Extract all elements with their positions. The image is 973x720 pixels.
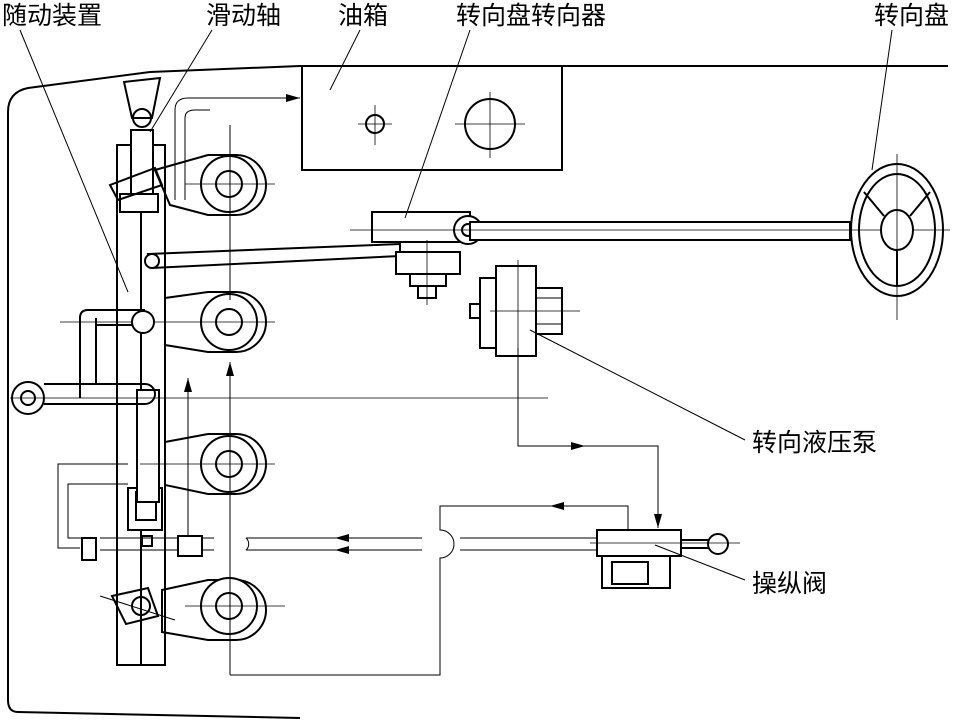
link-rod [144,242,401,270]
hydraulic-pump [469,260,580,360]
steering-column [350,221,950,241]
hydraulic-lines [57,94,662,676]
roller-3 [140,433,275,495]
label-steering-wheel: 转向盘 [874,1,949,30]
label-hydraulic-pump: 转向液压泵 [752,428,877,457]
oil-tank [301,65,563,171]
left-pivot [10,381,548,415]
frame-outline [7,65,948,719]
crank-arm [79,309,155,398]
roller-1 [153,154,275,216]
control-valve [590,529,740,589]
steering-gear [371,211,483,305]
label-follow-up-device: 随动装置 [2,1,102,30]
roller-2 [60,291,275,353]
label-sliding-shaft: 滑动轴 [206,1,281,30]
label-oil-tank: 油箱 [338,1,388,30]
sliding-shaft [108,76,164,202]
leader-lines [19,29,893,581]
label-steering-gear: 转向盘转向器 [456,1,606,30]
roller-4 [99,577,285,641]
label-control-valve: 操纵阀 [752,569,827,598]
steering-wheel [850,154,944,320]
